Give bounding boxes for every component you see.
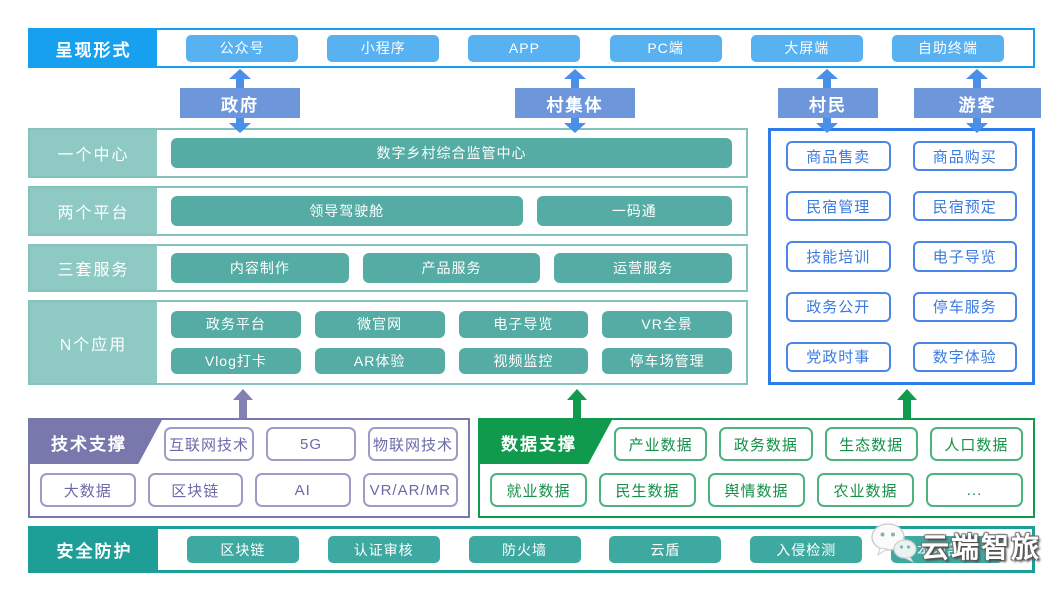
presentation-item: 大屏端 [750,34,863,62]
application-item: 微官网 [314,311,445,338]
tech-support-label: 技术支撑 [30,420,162,464]
data-item: 产业数据 [614,427,708,461]
watermark-text: 云端智旅 [921,531,1042,563]
row-two-platforms: 两个平台 领导驾驶舱一码通 [28,186,748,236]
data-item: 生态数据 [824,427,918,461]
security-item: 区块链 [186,536,299,563]
presentation-item: 小程序 [327,34,440,62]
user-service-item: 商品购买 [912,141,1017,172]
watermark: 云端智旅 [870,522,1041,569]
data-item: 农业数据 [817,473,914,507]
tech-item: AI [255,473,351,507]
application-item: 停车场管理 [602,347,732,374]
row-n-applications: N个应用 政务平台微官网电子导览 VR全景 Vlog打卡 AR体验视频监控停车场管理 [28,300,748,385]
data-item: ... [926,473,1023,507]
tech-support-row1: 互联网技术 5G 物联网技术 [164,427,458,461]
user-service-item: 党政时事 [786,341,891,372]
presentation-bar: 呈现形式 公众号小程序 APP PC端大屏端自助终端 [28,28,1035,68]
actor-tourist: 游客 [914,88,1041,118]
security-item: 认证审核 [327,536,440,563]
presentation-items: 公众号小程序 APP PC端大屏端自助终端 [157,30,1033,66]
up-arrow-icon [897,389,917,418]
row-one-center-label: 一个中心 [30,130,157,176]
center-item: 数字乡村综合监管中心 [171,138,732,168]
row-two-platforms-label: 两个平台 [30,188,157,234]
platform-item: 一码通 [536,196,732,226]
user-service-item: 商品售卖 [786,141,891,172]
tech-support-box: 技术支撑 互联网技术 5G 物联网技术 大数据区块链 AI VR/AR/MR [28,418,470,518]
user-service-item: 电子导览 [912,241,1017,272]
security-item: 云盾 [609,536,722,563]
tech-item: 5G [266,427,356,461]
security-item: 防火墙 [468,536,581,563]
up-arrow-icon [567,389,587,418]
tech-item: 互联网技术 [164,427,254,461]
application-item: Vlog打卡 [171,347,301,374]
data-support-row2: 就业数据民生数据舆情数据农业数据... [490,473,1023,507]
application-item: VR全景 [602,311,732,338]
data-item: 舆情数据 [708,473,805,507]
data-support-label: 数据支撑 [480,420,612,464]
user-service-item: 数字体验 [912,341,1017,372]
row-three-services: 三套服务 内容制作产品服务运营服务 [28,244,748,292]
application-item: 政务平台 [171,311,301,338]
row-two-platforms-items: 领导驾驶舱一码通 [157,188,746,234]
user-service-item: 政务公开 [786,291,891,322]
row-one-center-items: 数字乡村综合监管中心 [157,130,746,176]
user-service-item: 停车服务 [912,291,1017,322]
user-service-item: 技能培训 [786,241,891,272]
application-item: AR体验 [314,347,445,374]
tech-support-row2: 大数据区块链 AI VR/AR/MR [40,473,458,507]
application-item: 视频监控 [458,347,589,374]
up-arrow-icon [233,389,253,418]
row-one-center: 一个中心 数字乡村综合监管中心 [28,128,748,178]
presentation-item: 公众号 [186,34,299,62]
presentation-item: 自助终端 [891,34,1004,62]
data-item: 人口数据 [929,427,1023,461]
security-label: 安全防护 [31,529,158,570]
tech-item: VR/AR/MR [362,473,458,507]
tech-item: 区块链 [147,473,243,507]
actor-government: 政府 [180,88,300,118]
service-item: 产品服务 [362,253,541,283]
user-service-item: 民宿预定 [912,191,1017,222]
security-bar: 安全防护 区块链认证审核防火墙云盾入侵检测本地部署 [28,526,1035,573]
data-support-box: 数据支撑 产业数据政务数据生态数据人口数据 就业数据民生数据舆情数据农业数据..… [478,418,1035,518]
data-item: 政务数据 [719,427,813,461]
tech-item: 大数据 [40,473,136,507]
data-item: 就业数据 [490,473,587,507]
user-service-item: 民宿管理 [786,191,891,222]
row-three-services-label: 三套服务 [30,246,157,290]
presentation-item: APP [468,34,581,62]
application-item: 电子导览 [458,311,589,338]
actor-village-collective: 村集体 [515,88,635,118]
presentation-item: PC端 [609,34,722,62]
presentation-label: 呈现形式 [30,30,157,66]
security-items: 区块链认证审核防火墙云盾入侵检测本地部署 [158,529,1032,570]
row-n-applications-label: N个应用 [30,302,157,383]
service-item: 运营服务 [554,253,733,283]
data-support-row1: 产业数据政务数据生态数据人口数据 [614,427,1023,461]
platform-item: 领导驾驶舱 [171,196,523,226]
tech-item: 物联网技术 [368,427,458,461]
security-item: 入侵检测 [750,536,863,563]
user-services-panel: 商品售卖商品购买民宿管理民宿预定技能培训电子导览政务公开停车服务党政时事数字体验 [768,128,1035,385]
actor-villager: 村民 [778,88,878,118]
data-item: 民生数据 [599,473,696,507]
service-item: 内容制作 [171,253,349,283]
row-three-services-items: 内容制作产品服务运营服务 [157,246,746,290]
row-n-applications-items: 政务平台微官网电子导览 VR全景 Vlog打卡 AR体验视频监控停车场管理 [157,302,746,383]
wechat-icon [870,522,918,569]
